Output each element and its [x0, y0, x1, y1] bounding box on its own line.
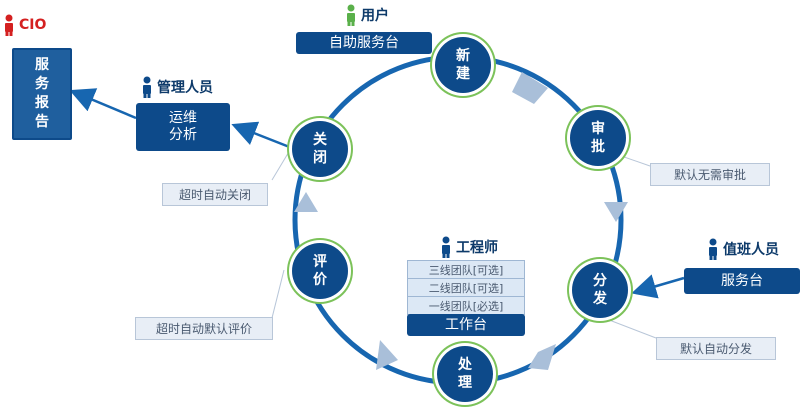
manager-role: 管理人员 — [140, 76, 213, 98]
flow-arrow-evaluate-close — [294, 192, 318, 212]
tier-third: 三线团队[可选] — [407, 260, 525, 279]
flow-arrow-create-approve — [512, 72, 548, 104]
tier-second: 二线团队[可选] — [407, 278, 525, 297]
manager-label: 管理人员 — [157, 80, 213, 96]
arrow-close-to-analysis — [231, 121, 293, 150]
service-report-scroll: 服务报告 — [12, 48, 72, 140]
arrow-analysis-to-report — [69, 88, 137, 120]
service-report-label: 服务报告 — [35, 57, 49, 130]
tier-first: 一线团队[必选] — [407, 296, 525, 315]
node-handle: 处理 — [437, 346, 493, 402]
flow-arrow-approve-dispatch — [604, 202, 628, 222]
person-icon — [709, 238, 717, 260]
user-role: 用户 — [344, 4, 389, 26]
note-dispatch: 默认自动分发 — [656, 337, 776, 360]
ops-analysis-box: 运维分析 — [136, 103, 230, 151]
engineer-role: 工程师 — [439, 236, 498, 258]
note-close: 超时自动关闭 — [162, 183, 268, 206]
cio-label: CIO — [19, 17, 47, 33]
duty-role: 值班人员 — [706, 238, 779, 260]
node-evaluate: 评价 — [292, 243, 348, 299]
workbench-box: 工作台 — [407, 314, 525, 336]
flow-arrow-dispatch-handle — [528, 344, 556, 370]
note-approve: 默认无需审批 — [650, 163, 770, 186]
note-evaluate: 超时自动默认评价 — [135, 317, 273, 340]
node-approve: 审批 — [570, 110, 626, 166]
node-close: 关闭 — [292, 121, 348, 177]
node-create: 新建 — [435, 37, 491, 93]
arrow-servicedesk-to-dispatch — [631, 274, 685, 299]
self-service-label: 自助服务台 — [329, 34, 399, 51]
person-icon — [5, 14, 13, 36]
person-icon — [143, 76, 151, 98]
person-icon — [347, 4, 355, 26]
service-desk-box: 服务台 — [684, 268, 800, 294]
user-label: 用户 — [361, 8, 389, 24]
cio-role: CIO — [2, 14, 46, 36]
workbench-label: 工作台 — [445, 316, 487, 333]
duty-label: 值班人员 — [723, 242, 779, 258]
flow-arrow-handle-evaluate — [376, 340, 398, 370]
service-desk-label: 服务台 — [721, 272, 763, 289]
ops-analysis-label: 运维分析 — [169, 110, 197, 143]
engineer-label: 工程师 — [456, 240, 498, 256]
self-service-box: 自助服务台 — [296, 32, 432, 54]
node-dispatch: 分发 — [572, 262, 628, 318]
person-icon — [442, 236, 450, 258]
